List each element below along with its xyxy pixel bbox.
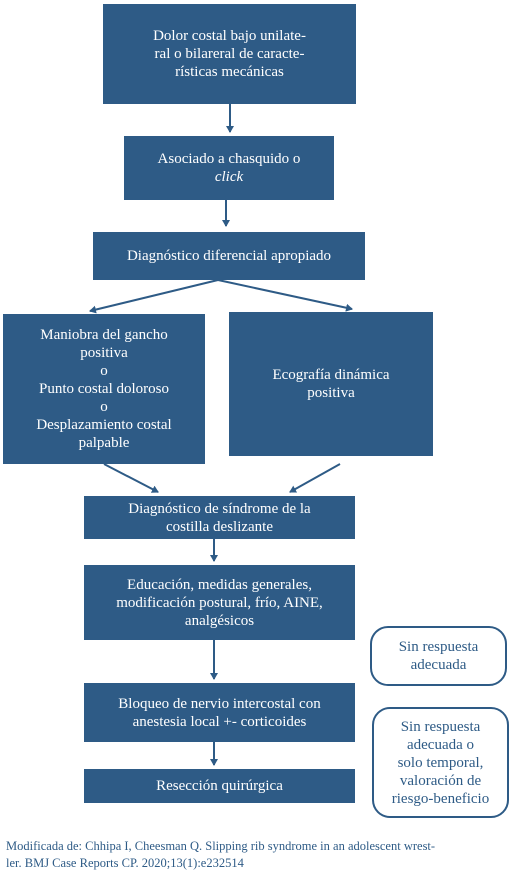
node-reseccion-quirurgica: Resección quirúrgica xyxy=(84,769,355,803)
node-ecografia-dinamica-text: Ecografía dinámica positiva xyxy=(272,367,390,401)
note-sin-respuesta: Sin respuesta adecuada xyxy=(370,626,507,686)
node-maniobra-gancho-text: Maniobra del gancho positiva o Punto cos… xyxy=(36,327,172,451)
node-ecografia-dinamica: Ecografía dinámica positiva xyxy=(229,312,433,456)
node-reseccion-quirurgica-text: Resección quirúrgica xyxy=(156,778,283,794)
node-diagnostico-sindrome-text: Diagnóstico de síndrome de la costilla d… xyxy=(128,500,311,535)
arrow-n3-n5 xyxy=(217,279,353,312)
note-sin-respuesta-temporal: Sin respuesta adecuada o solo temporal, … xyxy=(372,707,509,818)
node-educacion-text: Educación, medidas generales, modificaci… xyxy=(116,576,323,629)
node-chasquido-text: Asociado a chasquido o click xyxy=(157,151,301,185)
node-diagnostico-diferencial: Diagnóstico diferencial apropiado xyxy=(93,232,365,280)
note-sin-respuesta-temporal-text: Sin respuesta adecuada o solo temporal, … xyxy=(391,718,490,807)
node-chasquido: Asociado a chasquido o click xyxy=(124,136,334,200)
arrow-n3-n4 xyxy=(89,279,219,314)
arrow-n4-n6 xyxy=(103,463,159,493)
node-maniobra-gancho: Maniobra del gancho positiva o Punto cos… xyxy=(3,314,205,464)
node-educacion: Educación, medidas generales, modificaci… xyxy=(84,565,355,640)
arrow-n5-n6 xyxy=(289,463,341,493)
node-bloqueo-nervio-text: Bloqueo de nervio intercostal con aneste… xyxy=(118,695,321,730)
node-dolor-costal-text: Dolor costal bajo unilate- ral o bilarer… xyxy=(153,28,306,80)
node-diagnostico-sindrome: Diagnóstico de síndrome de la costilla d… xyxy=(84,496,355,539)
source-caption: Modificada de: Chhipa I, Cheesman Q. Sli… xyxy=(6,839,436,870)
node-bloqueo-nervio: Bloqueo de nervio intercostal con aneste… xyxy=(84,683,355,742)
node-dolor-costal: Dolor costal bajo unilate- ral o bilarer… xyxy=(103,4,356,104)
note-sin-respuesta-text: Sin respuesta adecuada xyxy=(398,639,479,673)
node-diagnostico-diferencial-text: Diagnóstico diferencial apropiado xyxy=(126,248,332,264)
